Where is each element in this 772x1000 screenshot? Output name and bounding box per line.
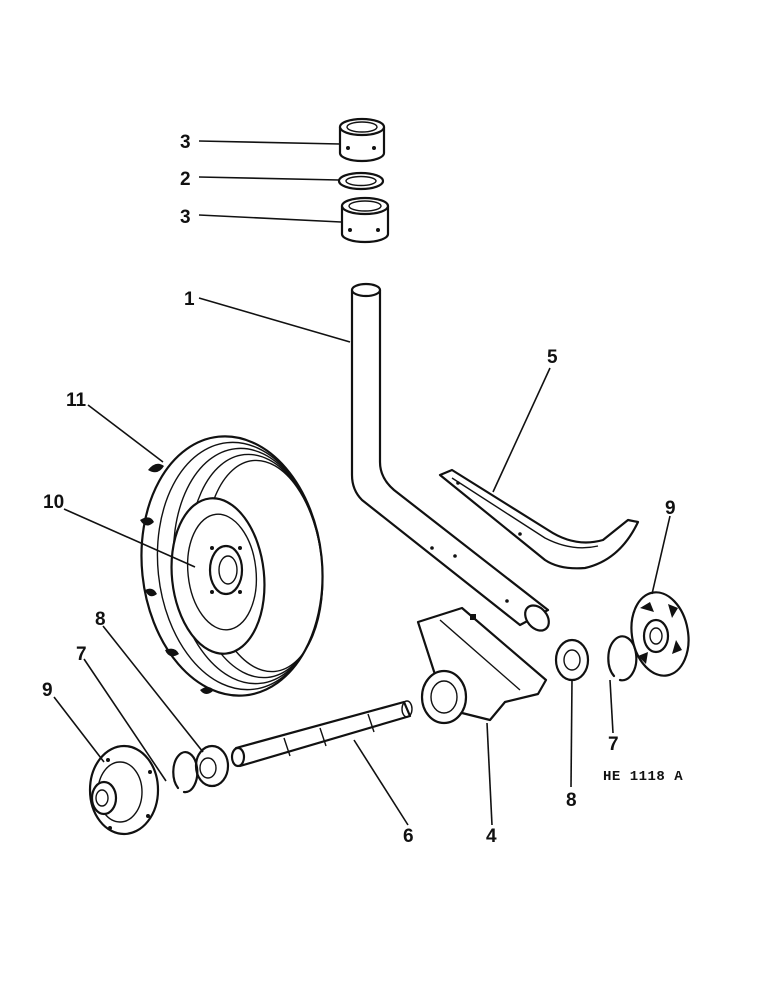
snap-ring-left (172, 751, 199, 794)
axle-bracket (416, 606, 548, 725)
callout-snap-ring-right: 7 (608, 734, 619, 755)
callout-axle-bracket: 4 (486, 826, 497, 847)
callout-hub-left: 9 (42, 680, 53, 701)
wheel-assembly (140, 435, 324, 697)
callout-bushing-top: 3 (180, 132, 191, 153)
bushing-top (338, 117, 386, 163)
callout-axle: 6 (403, 826, 414, 847)
spindle-tube (350, 282, 550, 632)
callout-rim: 10 (43, 492, 64, 513)
callout-brace: 5 (547, 347, 558, 368)
snap-ring-right (607, 635, 638, 682)
callout-snap-ring-left: 7 (76, 644, 87, 665)
bearing-left (194, 744, 230, 788)
callout-labels: 3 2 3 1 5 11 10 9 8 7 9 6 4 7 8 (42, 132, 676, 847)
drawing-reference: HE 1118 A (603, 769, 683, 785)
washer (337, 171, 385, 191)
bearing-right (554, 638, 590, 682)
bushing-bottom (340, 196, 390, 244)
leader-lines (53, 140, 671, 826)
callout-tire: 11 (66, 390, 87, 411)
hub-left (88, 744, 160, 836)
callout-bushing-bottom: 3 (180, 207, 191, 228)
hub-right (630, 591, 690, 677)
brace (438, 468, 640, 570)
callout-bearing-left: 8 (95, 609, 106, 630)
callout-hub-right: 9 (665, 498, 676, 519)
callout-bearing-right: 8 (566, 790, 577, 811)
callout-washer: 2 (180, 169, 191, 190)
axle (230, 700, 413, 768)
callout-spindle: 1 (184, 289, 195, 310)
